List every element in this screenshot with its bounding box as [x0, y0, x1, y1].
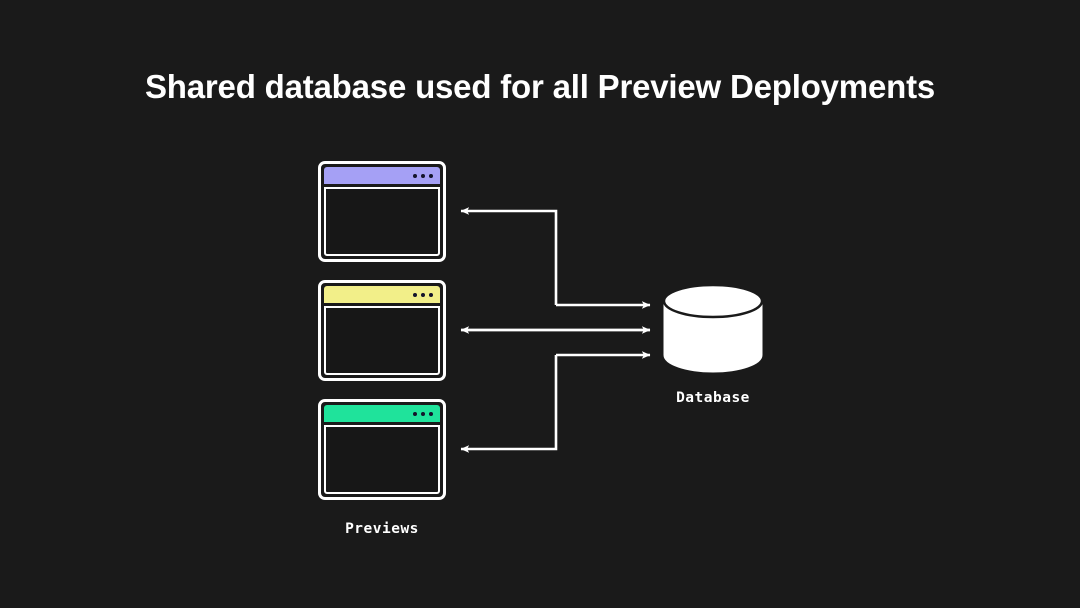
window-dot-icon[interactable]	[429, 292, 433, 297]
window-titlebar-3	[324, 405, 440, 422]
database-label: Database	[676, 390, 750, 406]
window-dot-icon[interactable]	[429, 173, 433, 178]
window-titlebar-1	[324, 167, 440, 184]
window-dot-icon[interactable]	[413, 173, 417, 178]
preview-window-3[interactable]	[318, 399, 446, 500]
database-cylinder-icon[interactable]	[660, 283, 766, 373]
database-cylinder-body	[663, 300, 763, 373]
window-content-3	[324, 425, 440, 494]
window-controls-1	[413, 173, 433, 178]
connector-preview-1-path	[460, 207, 558, 305]
window-dot-icon[interactable]	[421, 173, 425, 178]
previews-label: Previews	[345, 521, 419, 537]
window-content-2	[324, 306, 440, 375]
database-cylinder-top	[662, 283, 764, 319]
window-controls-2	[413, 292, 433, 297]
window-titlebar-2	[324, 286, 440, 303]
preview-window-2[interactable]	[318, 280, 446, 381]
window-dot-icon[interactable]	[429, 411, 433, 416]
connector-preview-3-path	[460, 355, 558, 453]
window-dot-icon[interactable]	[413, 411, 417, 416]
page-title: Shared database used for all Preview Dep…	[144, 68, 936, 105]
window-dot-icon[interactable]	[421, 292, 425, 297]
window-dot-icon[interactable]	[413, 292, 417, 297]
preview-window-1[interactable]	[318, 161, 446, 262]
window-controls-3	[413, 411, 433, 416]
window-dot-icon[interactable]	[421, 411, 425, 416]
window-content-1	[324, 187, 440, 256]
